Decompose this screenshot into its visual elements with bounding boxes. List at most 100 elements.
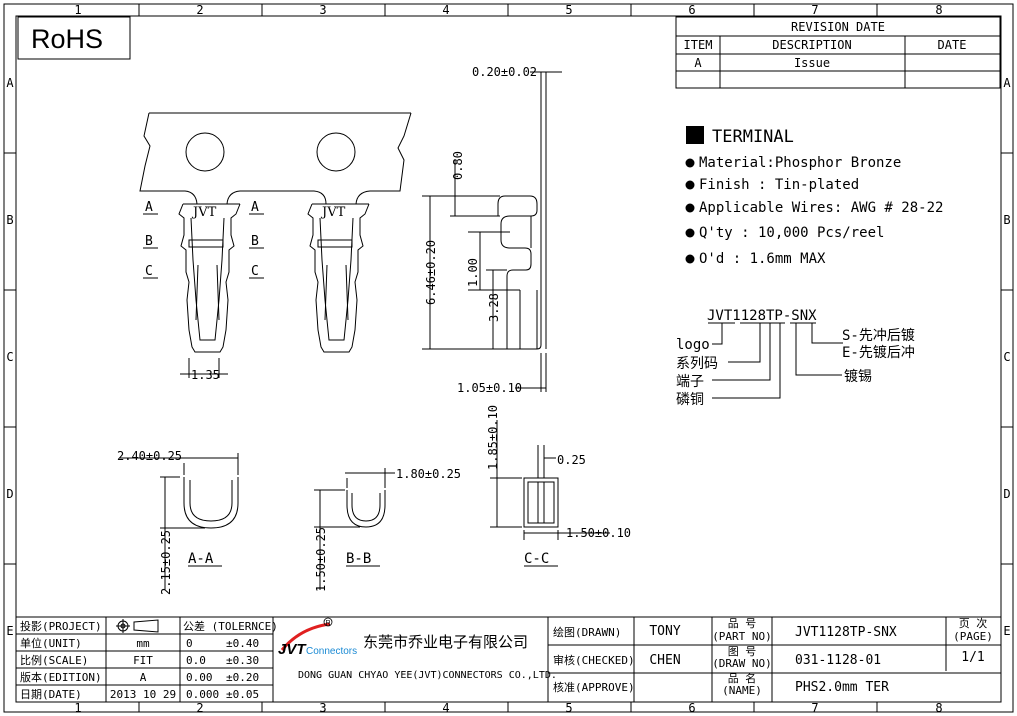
tb-label: 图 号 — [728, 645, 757, 658]
tb-value: FIT — [133, 654, 153, 667]
row-label: C — [1003, 350, 1010, 364]
dim-label: 0.80 — [451, 151, 465, 180]
revision-table — [675, 16, 1001, 89]
projection-symbol-icon — [116, 619, 159, 633]
revision-header: ITEM — [684, 38, 713, 52]
spec-block: TERMINAL Material:Phosphor Bronze Finish… — [685, 126, 943, 267]
section-mark: B — [145, 234, 153, 249]
bullet-icon — [685, 228, 695, 238]
company-logo-text: JVT — [278, 641, 307, 658]
code-e-option: E-先镀后冲 — [842, 344, 915, 361]
section-title: C-C — [524, 551, 549, 567]
col-label: 3 — [319, 701, 326, 715]
section-mark: A — [145, 200, 153, 215]
col-label: 8 — [935, 3, 942, 17]
tb-label: 品 号 — [728, 617, 757, 630]
col-label: 7 — [811, 701, 818, 715]
spec-item: Q'ty : 10,000 Pcs/reel — [699, 225, 884, 241]
dim-label: 1.50±0.25 — [314, 527, 328, 592]
title-block-values: TONY CHEN JVT1128TP-SNX 031-1128-01 PHS2… — [649, 624, 984, 695]
section-bb — [314, 468, 395, 590]
code-logo-label: logo — [676, 337, 710, 353]
tb-label: 审核(CHECKED) — [553, 653, 635, 667]
dim-label: 0.20±0.02 — [472, 65, 537, 79]
code-s-option: S-先冲后镀 — [842, 327, 915, 344]
section-mark: C — [251, 264, 259, 279]
bullet-icon — [685, 158, 695, 168]
col-label: 5 — [565, 3, 572, 17]
col-label: 3 — [319, 3, 326, 17]
col-label: 1 — [74, 3, 81, 17]
tb-label: (DRAW NO) — [712, 657, 772, 670]
col-label: 5 — [565, 701, 572, 715]
tb-label: 版本(EDITION) — [20, 670, 102, 684]
draw-no-value: 031-1128-01 — [795, 653, 881, 668]
dim-label: 2.40±0.25 — [117, 449, 182, 463]
col-label: 4 — [442, 701, 449, 715]
tb-tol: ±0.30 — [226, 654, 259, 667]
dim-label: 2.15±0.25 — [159, 530, 173, 595]
page-value: 1/1 — [961, 650, 984, 665]
col-label: 4 — [442, 3, 449, 17]
dim-label: 1.50±0.10 — [566, 526, 631, 540]
col-label: 8 — [935, 701, 942, 715]
spec-item: O'd : 1.6mm MAX — [699, 251, 826, 267]
section-title: B-B — [346, 551, 371, 567]
section-aa — [120, 453, 239, 590]
title-block — [15, 616, 1002, 703]
col-label: 2 — [196, 3, 203, 17]
tb-label: 绘图(DRAWN) — [553, 625, 621, 639]
tb-label: 比例(SCALE) — [20, 653, 88, 667]
tb-tol: 0.00 — [186, 671, 213, 684]
drawn-value: TONY — [649, 624, 680, 639]
dim-label: 6.46±0.20 — [424, 240, 438, 305]
tb-label: 品 名 — [728, 671, 757, 685]
section-mark: C — [145, 264, 153, 279]
revision-cell: Issue — [794, 56, 830, 70]
row-label: A — [6, 76, 14, 90]
dim-label: 1.35 — [191, 368, 220, 382]
dim-label: 1.80±0.25 — [396, 467, 461, 481]
tb-tol: 0.000 — [186, 688, 219, 701]
dim-label: 0.25 — [557, 453, 586, 467]
spec-item: Finish : Tin-plated — [699, 177, 859, 193]
name-value: PHS2.0mm TER — [795, 680, 889, 695]
row-label: A — [1003, 76, 1011, 90]
terminal-side-view — [497, 100, 547, 350]
col-label: 6 — [688, 3, 695, 17]
tb-tol: 0 — [186, 637, 193, 650]
company-logo: JVT Connectors R — [278, 617, 357, 658]
tb-label: (NAME) — [722, 684, 762, 697]
tb-label: 页 次 — [959, 616, 988, 630]
tb-label: 公差 (TOLERNCE) — [183, 619, 278, 633]
bullet-icon — [685, 254, 695, 264]
tb-label: (PAGE) — [953, 630, 993, 643]
tb-tol: 0.0 — [186, 654, 206, 667]
section-mark: B — [251, 234, 259, 249]
col-label: 2 — [196, 701, 203, 715]
section-cc — [490, 420, 610, 567]
brand-mark: JVT — [191, 205, 217, 220]
row-label: B — [6, 213, 13, 227]
rohs-box — [17, 16, 131, 60]
row-label: D — [1003, 487, 1010, 501]
col-label: 6 — [688, 701, 695, 715]
revision-header: DATE — [938, 38, 967, 52]
front-view-text: JVT JVT A B C A B C — [145, 200, 346, 279]
tb-value: mm — [136, 637, 150, 650]
tb-label: 核准(APPROVE) — [553, 680, 635, 694]
tb-label: (PART NO) — [712, 630, 772, 643]
tb-label: 投影(PROJECT) — [20, 619, 102, 633]
revision-header: DESCRIPTION — [772, 38, 851, 52]
zone-ticks — [4, 4, 1013, 712]
company-logo-sub: Connectors — [306, 646, 357, 657]
section-title: A-A — [188, 551, 214, 567]
code-series-label: 系列码 — [676, 356, 718, 372]
terminal-square-icon — [686, 126, 704, 144]
bullet-icon — [685, 180, 695, 190]
col-labels: 1 2 3 4 5 6 7 8 1 2 3 4 5 6 7 8 — [74, 3, 942, 715]
part-code: JVT1128TP-SNX — [707, 308, 817, 324]
row-labels: A B C D E A B C D E — [6, 76, 1011, 638]
brand-mark: JVT — [320, 205, 346, 220]
